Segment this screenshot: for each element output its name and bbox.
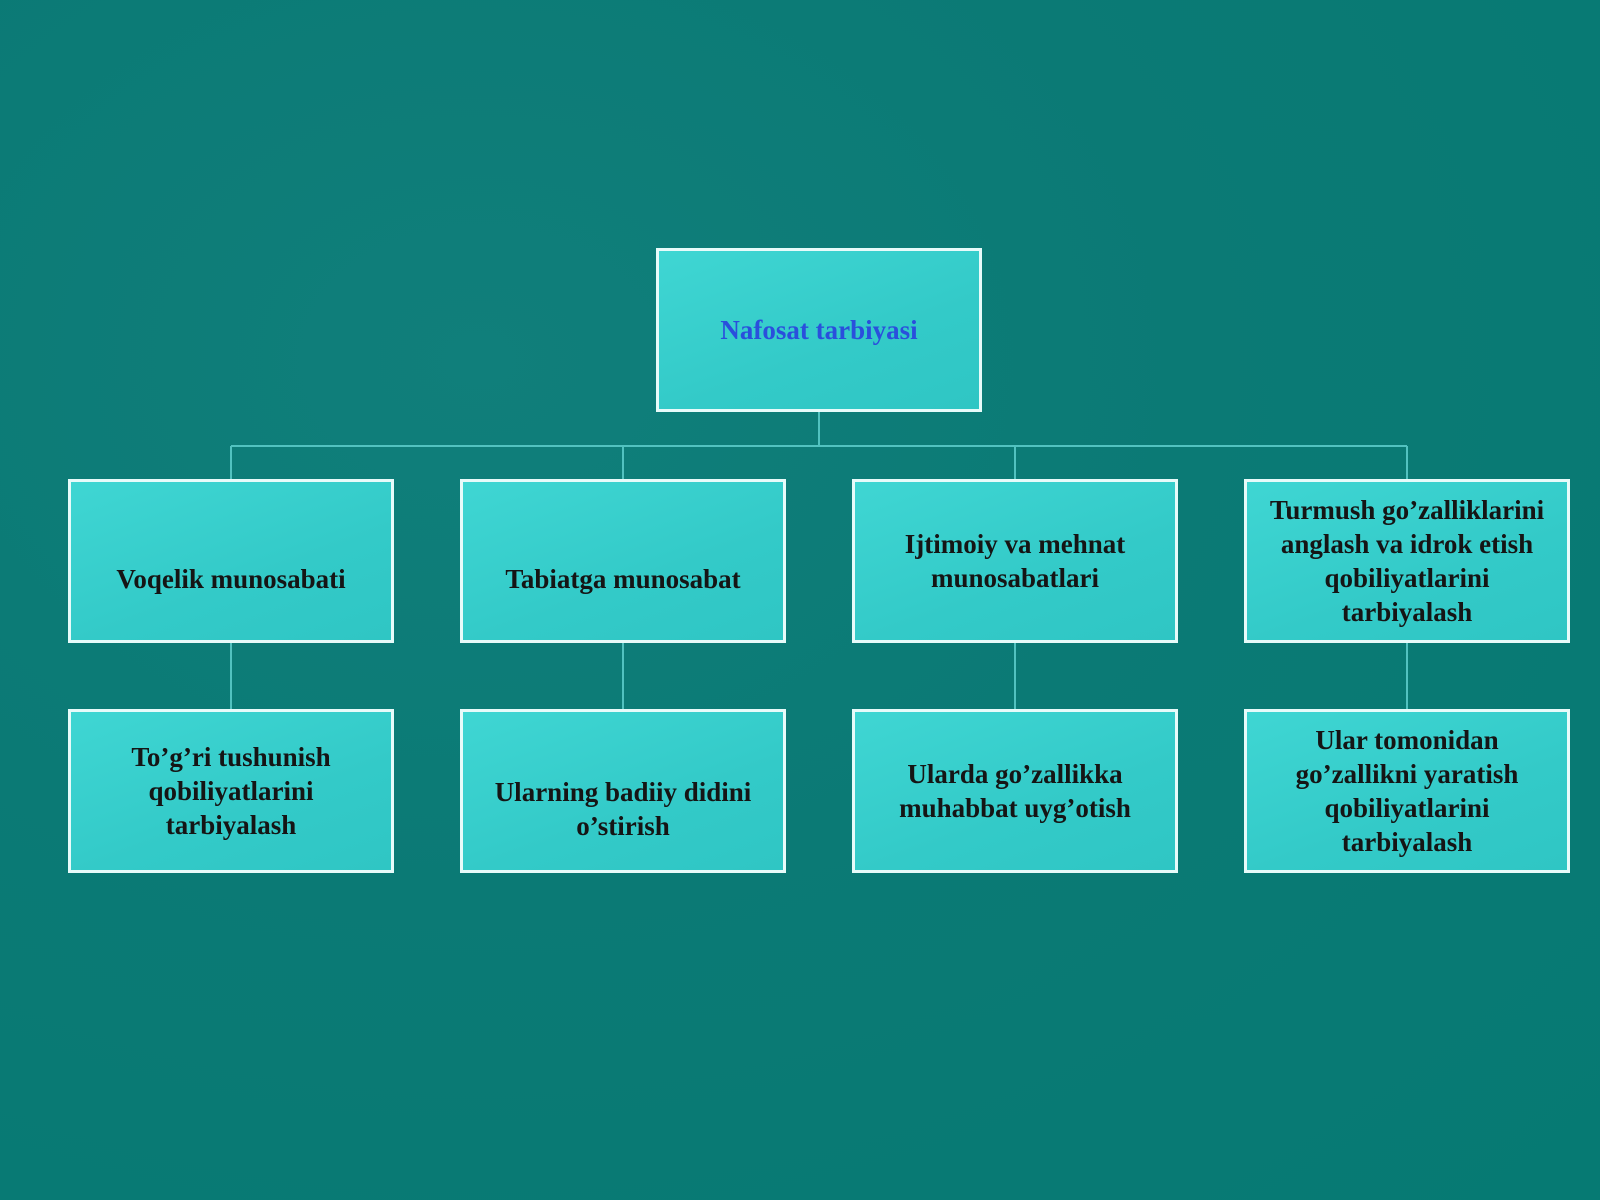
leaf-1-node: To’g’ri tushunish qobiliyatlarini tarbiy… [68,709,394,873]
branch-3-label: Ijtimoiy va mehnat munosabatlari [904,529,1126,593]
branch-2-label: Tabiatga munosabat [505,564,741,594]
branch-2-node: Tabiatga munosabat [460,479,786,643]
root-node: Nafosat tarbiyasi [656,248,982,412]
leaf-1-label: To’g’ri tushunish qobiliyatlarini tarbiy… [131,742,331,840]
branch-1-label: Voqelik munosabati [116,564,346,594]
leaf-2-label: Ularning badiiy didini o’stirish [494,777,752,841]
root-node-label: Nafosat tarbiyasi [720,315,918,345]
leaf-4-label: Ular tomonidan go’zallikni yaratish qobi… [1295,725,1519,857]
branch-1-node: Voqelik munosabati [68,479,394,643]
leaf-2-node: Ularning badiiy didini o’stirish [460,709,786,873]
branch-3-node: Ijtimoiy va mehnat munosabatlari [852,479,1178,643]
branch-4-node: Turmush go’zalliklarini anglash va idrok… [1244,479,1570,643]
branch-4-label: Turmush go’zalliklarini anglash va idrok… [1269,495,1545,627]
leaf-4-node: Ular tomonidan go’zallikni yaratish qobi… [1244,709,1570,873]
leaf-3-label: Ularda go’zallikka muhabbat uyg’otish [899,759,1131,823]
leaf-3-node: Ularda go’zallikka muhabbat uyg’otish [852,709,1178,873]
